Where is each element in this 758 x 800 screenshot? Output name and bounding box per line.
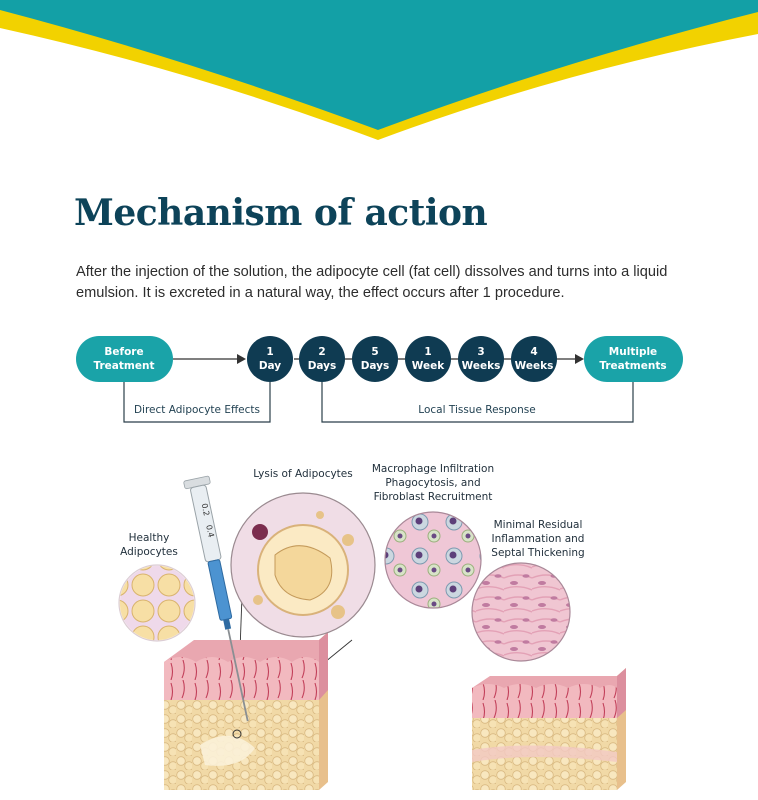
svg-text:Macrophage Infiltration: Macrophage Infiltration [372,463,494,475]
timeline-arrowhead [575,354,584,364]
svg-text:Healthy: Healthy [129,532,170,544]
timeline-step-2-days: 2 Days [299,336,345,382]
svg-text:5: 5 [371,346,378,358]
banner-teal-wave [0,0,758,130]
syringe-mark-2: 0.4 [204,524,215,538]
macrophage-circle [384,511,482,609]
start-line-1: Before [104,346,143,358]
svg-text:4: 4 [530,346,537,358]
timeline-start-pill: Before Treatment [76,336,173,382]
bracket-local-response [321,382,634,423]
healthy-adipocytes-circle [118,564,196,642]
syringe-icon: 0.2 0.4 [183,475,249,722]
header-banner [0,0,758,140]
svg-text:Septal Thickening: Septal Thickening [491,547,584,559]
svg-text:2: 2 [318,346,325,358]
timeline-step-3-weeks: 3 Weeks [458,336,504,382]
timeline-end-pill: Multiple Treatments [584,336,683,382]
caption-healthy-adipocytes: Healthy Adipocytes [120,532,178,558]
svg-text:Phagocytosis, and: Phagocytosis, and [385,477,480,489]
svg-text:3: 3 [477,346,484,358]
start-line-2: Treatment [94,360,155,372]
residual-inflammation-circle [471,562,571,662]
timeline-step-1-day: 1 Day [247,336,293,382]
caption-residual: Minimal Residual Inflammation and Septal… [491,519,584,559]
svg-text:Days: Days [361,360,390,372]
timeline-step-5-days: 5 Days [352,336,398,382]
lysis-adipocytes-circle [230,492,376,638]
svg-text:Weeks: Weeks [462,360,501,372]
caption-lysis: Lysis of Adipocytes [253,468,352,480]
phase-direct-label: Direct Adipocyte Effects [134,404,260,416]
skin-block-before [164,632,328,790]
svg-text:1: 1 [424,346,431,358]
syringe-mark-1: 0.2 [200,502,211,516]
end-line-2: Treatments [599,360,666,372]
timeline-step-4-weeks: 4 Weeks [511,336,557,382]
skin-block-after [472,668,626,790]
svg-text:Weeks: Weeks [515,360,554,372]
timeline-arrowhead [237,354,246,364]
svg-text:Day: Day [259,360,281,372]
svg-text:Adipocytes: Adipocytes [120,546,178,558]
svg-text:Lysis of Adipocytes: Lysis of Adipocytes [253,468,352,480]
intro-paragraph: After the injection of the solution, the… [76,264,668,301]
end-line-1: Multiple [609,346,657,358]
svg-text:Week: Week [412,360,445,372]
svg-text:Days: Days [308,360,337,372]
treatment-timeline: Before Treatment 1 Day 2 Days 5 Days 1 W… [76,336,683,423]
caption-macrophage: Macrophage Infiltration Phagocytosis, an… [372,463,494,503]
svg-text:1: 1 [266,346,273,358]
page-title: Mechanism of action [74,192,488,234]
bracket-direct-effects [123,382,271,423]
timeline-step-1-week: 1 Week [405,336,451,382]
phase-local-label: Local Tissue Response [418,404,535,416]
svg-text:Minimal Residual: Minimal Residual [494,519,583,531]
svg-text:Fibroblast Recruitment: Fibroblast Recruitment [374,491,493,503]
svg-text:Inflammation and: Inflammation and [492,533,585,545]
